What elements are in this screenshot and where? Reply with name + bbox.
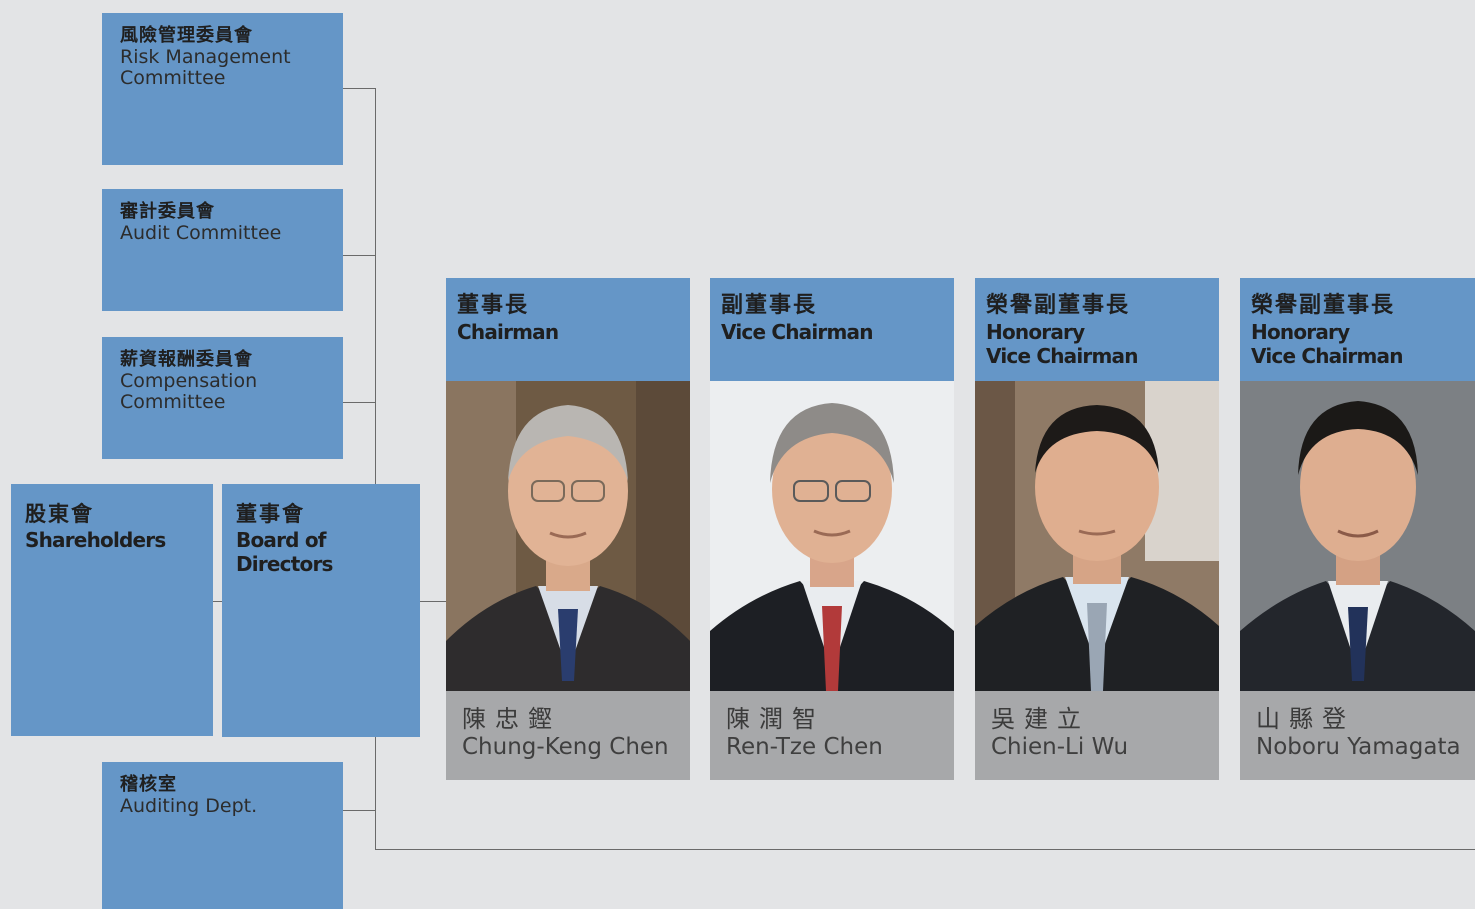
connector-risk: [343, 88, 376, 89]
connector-bottom-horizontal: [375, 849, 1475, 850]
leader-name-zh: 陳潤智: [726, 705, 825, 733]
leader-name-en: Chien-Li Wu: [991, 734, 1129, 760]
leader-name-block: 吳建立 Chien-Li Wu: [975, 691, 1219, 780]
leader-title-en-1: Chairman: [457, 320, 559, 344]
compensation-committee-zh: 薪資報酬委員會: [120, 349, 253, 370]
leader-photo: [975, 381, 1219, 691]
audit-committee-box: 審計委員會 Audit Committee: [102, 189, 343, 311]
compensation-committee-en-1: Compensation: [120, 370, 258, 392]
auditing-dept-en: Auditing Dept.: [120, 795, 258, 817]
leader-photo: [1240, 381, 1475, 691]
shareholders-zh: 股東會: [25, 502, 94, 526]
auditing-dept-zh: 稽核室: [120, 774, 177, 795]
leader-card-honorary-vice-chairman-1: 榮譽副董事長 Honorary Vice Chairman 吳建立 Chien-…: [975, 278, 1219, 780]
leader-title-en-1: Vice Chairman: [721, 320, 873, 344]
leader-title-en-2: Vice Chairman: [986, 344, 1138, 368]
connector-vertical-lower: [375, 737, 376, 850]
leader-name-en: Ren-Tze Chen: [726, 734, 883, 760]
connector-shareholders-board: [213, 601, 222, 602]
risk-management-committee-box: 風險管理委員會 Risk Management Committee: [102, 13, 343, 165]
leader-title-en-1: Honorary: [986, 320, 1085, 344]
auditing-dept-box: 稽核室 Auditing Dept.: [102, 762, 343, 909]
leader-title-zh: 榮譽副董事長: [1251, 293, 1396, 318]
board-of-directors-box: 董事會 Board of Directors: [222, 484, 420, 737]
risk-committee-en-1: Risk Management: [120, 46, 291, 68]
risk-committee-en-2: Committee: [120, 67, 226, 89]
leader-photo: [710, 381, 954, 691]
board-en-2: Directors: [236, 552, 333, 576]
leader-name-zh: 陳忠鏗: [462, 705, 561, 733]
leader-card-honorary-vice-chairman-2: 榮譽副董事長 Honorary Vice Chairman 山縣登 Noboru…: [1240, 278, 1475, 780]
compensation-committee-en-2: Committee: [120, 391, 226, 413]
audit-committee-en: Audit Committee: [120, 222, 282, 244]
connector-audit: [343, 255, 376, 256]
shareholders-box: 股東會 Shareholders: [11, 484, 213, 736]
audit-committee-zh: 審計委員會: [120, 201, 215, 222]
leader-name-block: 陳忠鏗 Chung-Keng Chen: [446, 691, 690, 780]
leader-photo: [446, 381, 690, 691]
leader-title-zh: 副董事長: [721, 293, 818, 318]
leader-name-en: Chung-Keng Chen: [462, 734, 669, 760]
leader-card-vice-chairman: 副董事長 Vice Chairman 陳潤智 Ren-Tze Chen: [710, 278, 954, 780]
compensation-committee-box: 薪資報酬委員會 Compensation Committee: [102, 337, 343, 459]
leader-title-block: 榮譽副董事長 Honorary Vice Chairman: [1240, 278, 1475, 381]
risk-committee-zh: 風險管理委員會: [120, 25, 253, 46]
board-en-1: Board of: [236, 528, 326, 552]
connector-auditing-dept: [343, 810, 376, 811]
leader-title-zh: 榮譽副董事長: [986, 293, 1131, 318]
leader-name-block: 山縣登 Noboru Yamagata: [1240, 691, 1475, 780]
leader-title-block: 董事長 Chairman: [446, 278, 690, 381]
leader-name-block: 陳潤智 Ren-Tze Chen: [710, 691, 954, 780]
connector-compensation: [343, 402, 376, 403]
leader-card-chairman: 董事長 Chairman 陳忠鏗 Chung-Keng Chen: [446, 278, 690, 780]
leader-title-block: 副董事長 Vice Chairman: [710, 278, 954, 381]
shareholders-en: Shareholders: [25, 528, 166, 552]
connector-board-leaders: [420, 601, 446, 602]
leader-title-en-2: Vice Chairman: [1251, 344, 1403, 368]
leader-name-zh: 山縣登: [1256, 705, 1355, 733]
leader-name-en: Noboru Yamagata: [1256, 734, 1461, 760]
leader-title-zh: 董事長: [457, 293, 530, 318]
board-zh: 董事會: [236, 502, 305, 526]
leader-name-zh: 吳建立: [991, 705, 1090, 733]
leader-title-en-1: Honorary: [1251, 320, 1350, 344]
connector-vertical-upper: [375, 88, 376, 485]
leader-title-block: 榮譽副董事長 Honorary Vice Chairman: [975, 278, 1219, 381]
